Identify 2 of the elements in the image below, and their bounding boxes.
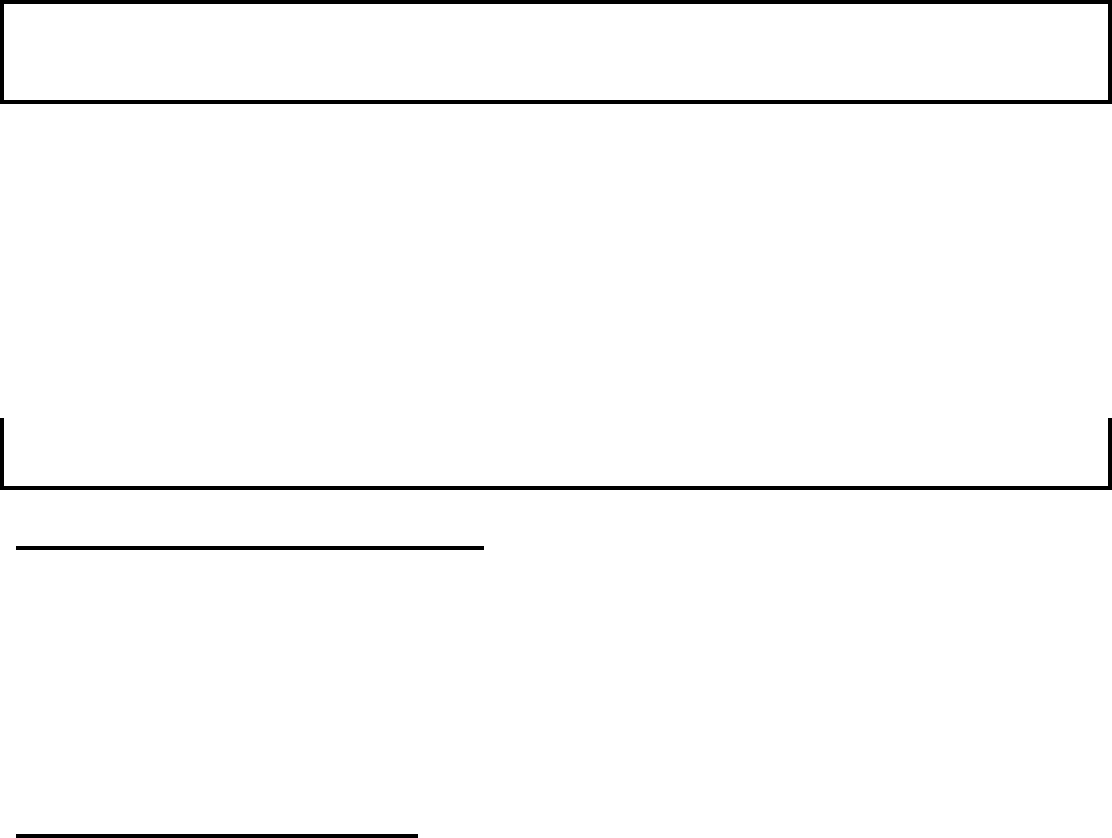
empty-box: [0, 0, 1112, 104]
open-top-box: [0, 418, 1112, 490]
